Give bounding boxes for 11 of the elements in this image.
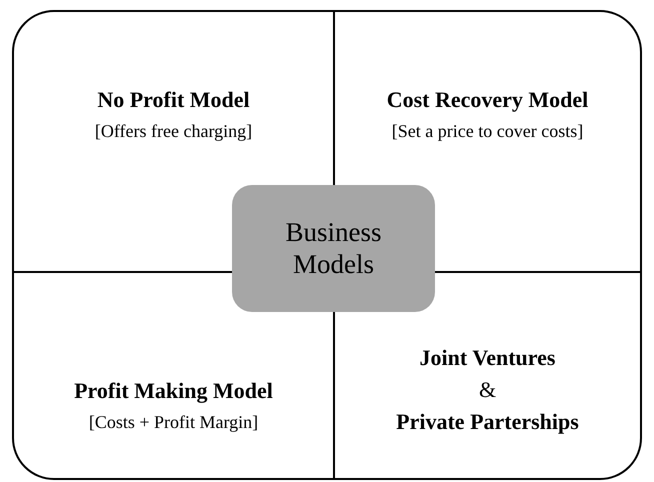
quadrant-description: [Costs + Profit Margin] bbox=[88, 412, 258, 434]
quadrant-heading: Private Parterships bbox=[396, 409, 579, 436]
outer-frame bbox=[12, 10, 642, 480]
quadrant-heading: Profit Making Model bbox=[74, 378, 273, 404]
quadrant-heading: No Profit Model bbox=[97, 87, 250, 114]
quadrant-heading: Cost Recovery Model bbox=[386, 87, 588, 114]
conjunction-text: & bbox=[478, 377, 496, 404]
quadrant-description: [Offers free charging] bbox=[94, 121, 252, 142]
quadrant-description: [Set a price to cover costs] bbox=[392, 121, 584, 142]
center-box: Business Models bbox=[232, 185, 435, 312]
quadrant-heading: Joint Ventures bbox=[420, 345, 556, 372]
